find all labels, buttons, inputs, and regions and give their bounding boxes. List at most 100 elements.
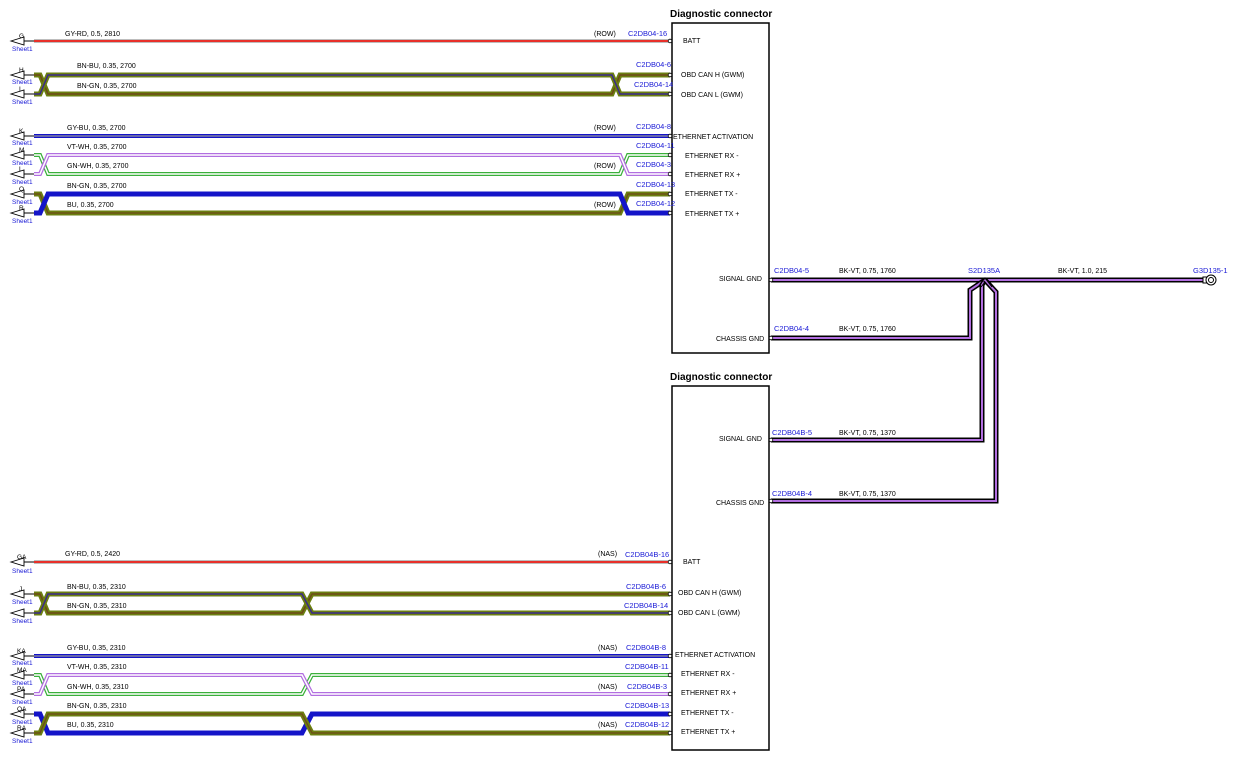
sheet-link[interactable]: Sheet1 xyxy=(12,568,33,575)
ref-letter: R xyxy=(19,205,24,212)
sheet-link[interactable]: Sheet1 xyxy=(12,79,33,86)
pin-label: ETHERNET RX + xyxy=(681,690,736,697)
wire-spec: BN-BU, 0.35, 2310 xyxy=(67,584,126,591)
ground-wire-spec: BK-VT, 0.75, 1370 xyxy=(839,491,896,498)
ref-letter: QA xyxy=(17,706,27,713)
sheet-link[interactable]: Sheet1 xyxy=(12,699,33,706)
pin-label: ETHERNET ACTIVATION xyxy=(673,134,753,141)
pin-id: C2DB04-12 xyxy=(636,199,675,208)
wire-spec: GN-WH, 0.35, 2700 xyxy=(67,163,129,170)
ref-letter: G xyxy=(19,33,24,40)
sheet-link[interactable]: Sheet1 xyxy=(12,719,33,726)
splice-out-spec: BK-VT, 1.0, 215 xyxy=(1058,268,1107,275)
connector-2-body[interactable] xyxy=(671,385,770,751)
wire-eth-tx-minus[interactable] xyxy=(34,191,670,216)
pin-id: C2DB04B-11 xyxy=(625,662,669,671)
wire-spec: BN-BU, 0.35, 2700 xyxy=(77,63,136,70)
sheet-link[interactable]: Sheet1 xyxy=(12,199,33,206)
wire-note: (ROW) xyxy=(594,202,616,209)
wire-can-l[interactable] xyxy=(34,72,670,97)
sheet-link[interactable]: Sheet1 xyxy=(12,660,33,667)
wire-eth-rx-plus-b[interactable] xyxy=(34,673,670,696)
ref-letter: I xyxy=(19,86,21,93)
wire-spec: GY-RD, 0.5, 2420 xyxy=(65,551,120,558)
pin-label: ETHERNET TX + xyxy=(681,729,735,736)
sheet-link[interactable]: Sheet1 xyxy=(12,599,33,606)
sheet-link[interactable]: Sheet1 xyxy=(12,99,33,106)
wire-can-h-b[interactable] xyxy=(34,591,670,616)
wire-eth-rx-minus[interactable] xyxy=(34,153,670,176)
wire-spec: VT-WH, 0.35, 2310 xyxy=(67,664,127,671)
ground-wire-spec: BK-VT, 0.75, 1760 xyxy=(839,268,896,275)
ground-eyelet-icon[interactable] xyxy=(1202,274,1217,286)
pin-id: C2DB04-5 xyxy=(774,266,809,275)
offsheet-refs[interactable]: G Sheet1 H Sheet1 I Sheet1 K Sheet1 M Sh… xyxy=(9,33,34,745)
wire-note: (NAS) xyxy=(598,722,617,729)
wire-eth-tx-minus-b[interactable] xyxy=(34,711,670,736)
wire-note: (NAS) xyxy=(598,684,617,691)
ref-letter: L xyxy=(19,166,23,173)
pin-label: CHASSIS GND xyxy=(716,500,764,507)
pin-label: OBD CAN L (GWM) xyxy=(681,92,743,99)
wire-spec: GY-BU, 0.35, 2700 xyxy=(67,125,126,132)
pin-label: ETHERNET TX + xyxy=(685,211,739,218)
pin-label: ETHERNET TX - xyxy=(685,191,738,198)
ref-letter: K xyxy=(19,128,24,135)
wire-spec: VT-WH, 0.35, 2700 xyxy=(67,144,127,151)
pin-id: C2DB04B-14 xyxy=(624,601,668,610)
pin-label: OBD CAN H (GWM) xyxy=(678,590,741,597)
ground-wire-spec: BK-VT, 0.75, 1760 xyxy=(839,326,896,333)
ref-letter: Q xyxy=(19,186,24,193)
pin-id: C2DB04B-6 xyxy=(626,582,666,591)
pin-id: C2DB04-4 xyxy=(774,324,809,333)
wire-can-h[interactable] xyxy=(34,72,670,97)
pin-id: C2DB04B-8 xyxy=(626,643,666,652)
pin-id: C2DB04-3 xyxy=(636,160,671,169)
sheet-link[interactable]: Sheet1 xyxy=(12,218,33,225)
pin-id: C2DB04-14 xyxy=(634,80,673,89)
wire-can-l-b[interactable] xyxy=(34,591,670,616)
wire-spec: BN-GN, 0.35, 2700 xyxy=(67,183,127,190)
sheet-link[interactable]: Sheet1 xyxy=(12,46,33,53)
pin-label: BATT xyxy=(683,559,701,566)
pin-id: C2DB04B-16 xyxy=(625,550,669,559)
pin-label: ETHERNET ACTIVATION xyxy=(675,652,755,659)
pin-id: C2DB04B-12 xyxy=(625,720,669,729)
wire-spec: GN-WH, 0.35, 2310 xyxy=(67,684,129,691)
wire-spec: GY-BU, 0.35, 2310 xyxy=(67,645,126,652)
connector-1-body[interactable] xyxy=(671,22,770,354)
wire-spec: BU, 0.35, 2700 xyxy=(67,202,114,209)
sheet-link[interactable]: Sheet1 xyxy=(12,140,33,147)
sheet-link[interactable]: Sheet1 xyxy=(12,738,33,745)
splice-arrow-icon xyxy=(977,277,993,288)
wire-spec: BU, 0.35, 2310 xyxy=(67,722,114,729)
wire-eth-rx-minus-b[interactable] xyxy=(34,673,670,696)
wire-eth-tx-plus-b[interactable] xyxy=(34,711,670,736)
ground-network[interactable] xyxy=(771,277,1205,504)
pin-id: C2DB04B-5 xyxy=(772,428,812,437)
connector-2-title: Diagnostic connector xyxy=(670,372,772,383)
wire-eth-tx-plus[interactable] xyxy=(34,191,670,216)
sheet-link[interactable]: Sheet1 xyxy=(12,680,33,687)
wire-spec: BN-GN, 0.35, 2310 xyxy=(67,603,127,610)
sheet-link[interactable]: Sheet1 xyxy=(12,179,33,186)
wire-eth-rx-plus[interactable] xyxy=(34,153,670,176)
pin-id: C2DB04-13 xyxy=(636,180,675,189)
sheet-link[interactable]: Sheet1 xyxy=(12,618,33,625)
ref-letter: J xyxy=(19,586,22,593)
sheet-link[interactable]: Sheet1 xyxy=(12,160,33,167)
ground-wire-spec: BK-VT, 0.75, 1370 xyxy=(839,430,896,437)
ref-letter: M xyxy=(19,147,24,154)
pin-label: OBD CAN L (GWM) xyxy=(678,610,740,617)
pin-label: CHASSIS GND xyxy=(716,336,764,343)
wire-spec: GY-RD, 0.5, 2810 xyxy=(65,31,120,38)
pin-label: ETHERNET RX + xyxy=(685,172,740,179)
ref-letter: PA xyxy=(17,686,26,693)
pin-id: C2DB04B-13 xyxy=(625,701,669,710)
pin-id: C2DB04B-4 xyxy=(772,489,812,498)
ground-id: G3D135-1 xyxy=(1193,266,1228,275)
ref-letter: GA xyxy=(17,554,27,561)
connector-1-title: Diagnostic connector xyxy=(670,9,772,20)
pin-label: SIGNAL GND xyxy=(719,276,762,283)
